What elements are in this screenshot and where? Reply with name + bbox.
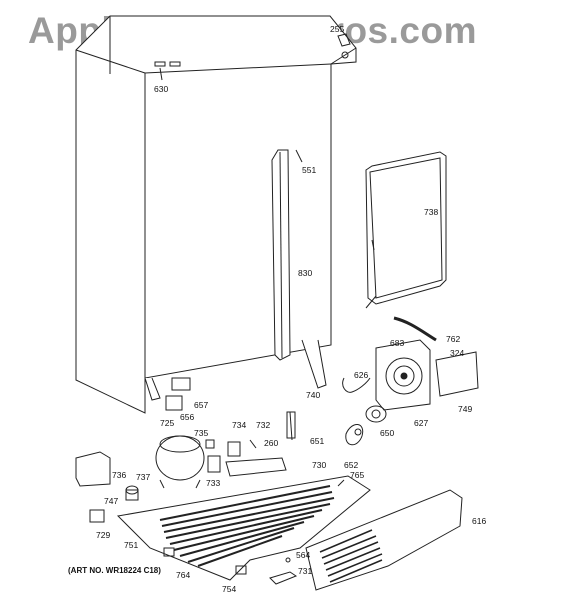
part-label-627: 627	[414, 418, 429, 428]
part-label-734: 734	[232, 420, 247, 430]
part-label-255: 255	[330, 24, 345, 34]
part-label-730: 730	[312, 460, 327, 470]
part-label-729: 729	[96, 530, 111, 540]
part-label-754: 754	[222, 584, 237, 594]
part-label-732: 732	[256, 420, 271, 430]
machine-compartment-grille	[305, 489, 463, 591]
compressor	[155, 435, 205, 489]
part-label-324: 324	[450, 348, 465, 358]
part-label-626: 626	[354, 370, 369, 380]
part-label-551: 551	[302, 165, 317, 175]
part-label-738: 738	[424, 207, 439, 217]
part-label-616: 616	[472, 516, 487, 526]
part-label-740: 740	[306, 390, 321, 400]
part-label-749: 749	[458, 404, 473, 414]
part-label-652: 652	[344, 460, 359, 470]
part-label-683: 683	[390, 338, 405, 348]
condenser-coil	[159, 485, 335, 567]
part-label-736: 736	[112, 470, 127, 480]
part-label-630: 630	[154, 84, 169, 94]
part-label-260: 260	[264, 438, 279, 448]
art-number: (ART NO. WR18224 C18)	[68, 566, 161, 575]
part-label-737: 737	[136, 472, 151, 482]
heater-loop	[365, 151, 447, 305]
part-label-656: 656	[180, 412, 195, 422]
part-label-830: 830	[298, 268, 313, 278]
part-label-735: 735	[194, 428, 209, 438]
mullion-strip	[271, 149, 291, 361]
part-label-731: 731	[298, 566, 313, 576]
part-label-765: 765	[350, 470, 365, 480]
part-label-762: 762	[446, 334, 461, 344]
part-label-747: 747	[104, 496, 119, 506]
fan-bracket	[375, 339, 431, 411]
part-label-733: 733	[206, 478, 221, 488]
part-label-751: 751	[124, 540, 139, 550]
part-label-564: 564	[296, 550, 311, 560]
part-label-657: 657	[194, 400, 209, 410]
part-label-764: 764	[176, 570, 191, 580]
part-label-651: 651	[310, 436, 325, 446]
part-label-650: 650	[380, 428, 395, 438]
part-label-725: 725	[160, 418, 175, 428]
